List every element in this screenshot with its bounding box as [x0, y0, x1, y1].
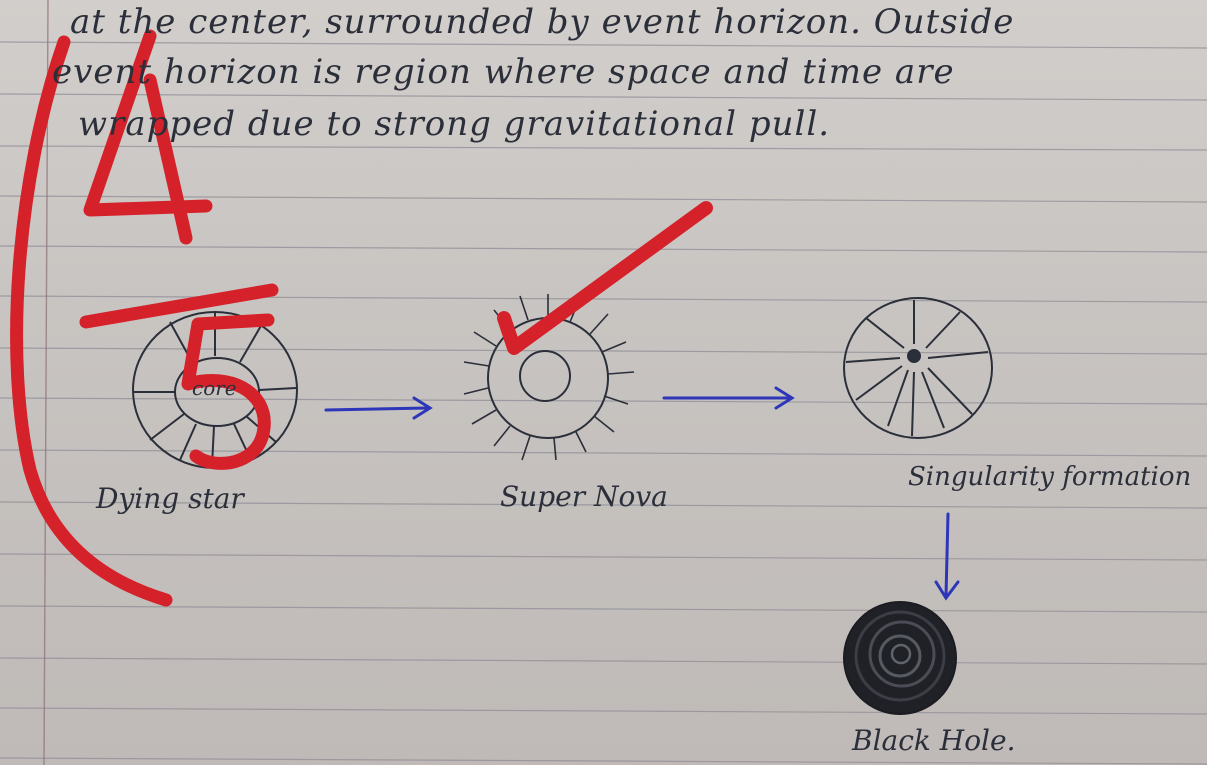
arrow-to-supernova	[326, 398, 430, 418]
note-line-1: at the center, surrounded by event horiz…	[70, 2, 1014, 42]
arrow-to-singularity	[664, 388, 792, 408]
black-hole-label: Black Hole.	[852, 724, 1015, 757]
tick-icon	[504, 208, 706, 348]
singularity-label: Singularity formation	[908, 462, 1191, 492]
supernova-label: Super Nova	[500, 480, 668, 513]
note-line-3: wrapped due to strong gravitational pull…	[78, 104, 830, 144]
singularity-drawing	[844, 298, 992, 438]
dying-star-label: Dying star	[96, 482, 244, 515]
core-label: core	[192, 376, 237, 400]
black-hole-drawing	[844, 602, 956, 714]
arrow-to-black-hole	[936, 514, 958, 598]
note-line-2: event horizon is region where space and …	[52, 52, 955, 92]
